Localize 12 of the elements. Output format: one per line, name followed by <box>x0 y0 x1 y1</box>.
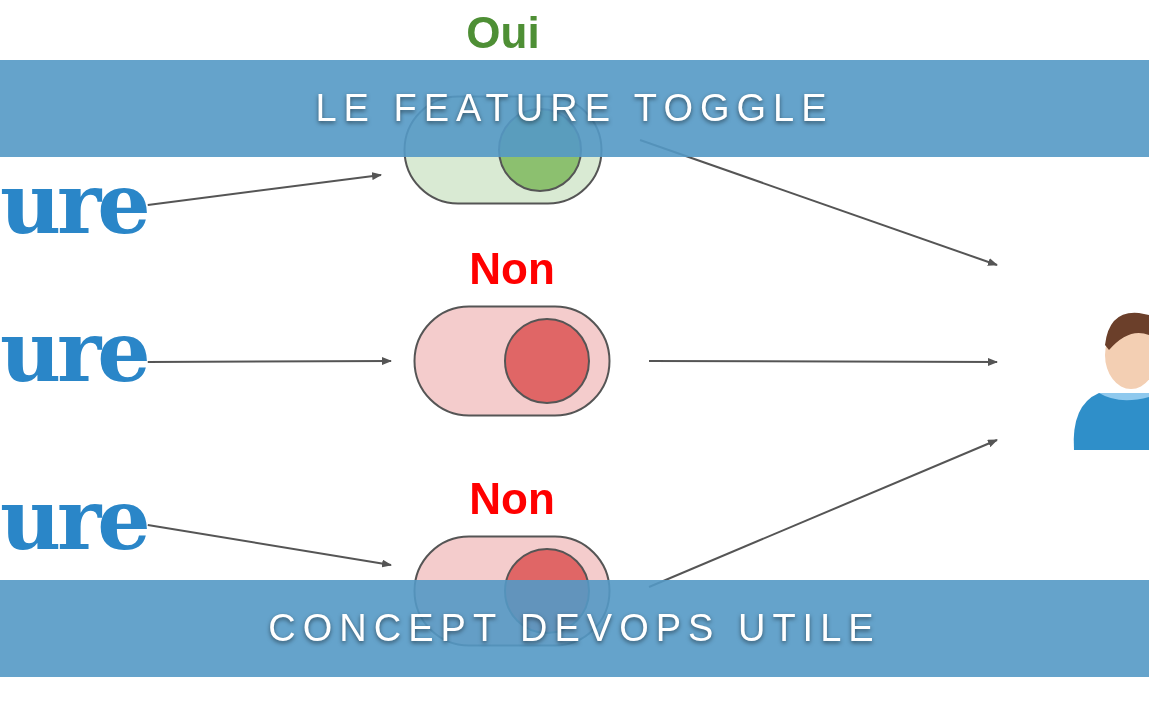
arrow <box>648 357 998 366</box>
caption: CONCEPT DEVOPS UTILE <box>268 607 881 650</box>
toggle-state-label: Non <box>469 247 555 291</box>
feature-word: ure <box>0 310 147 394</box>
feature-word: ure <box>0 478 147 562</box>
feature-word: ure <box>0 162 147 246</box>
arrow <box>146 524 392 568</box>
arrow <box>146 172 382 206</box>
toggle-state-label: Oui <box>466 11 540 55</box>
arrow <box>146 357 392 366</box>
title: LE FEATURE TOGGLE <box>315 87 834 130</box>
toggle-state-label: Non <box>469 477 555 521</box>
